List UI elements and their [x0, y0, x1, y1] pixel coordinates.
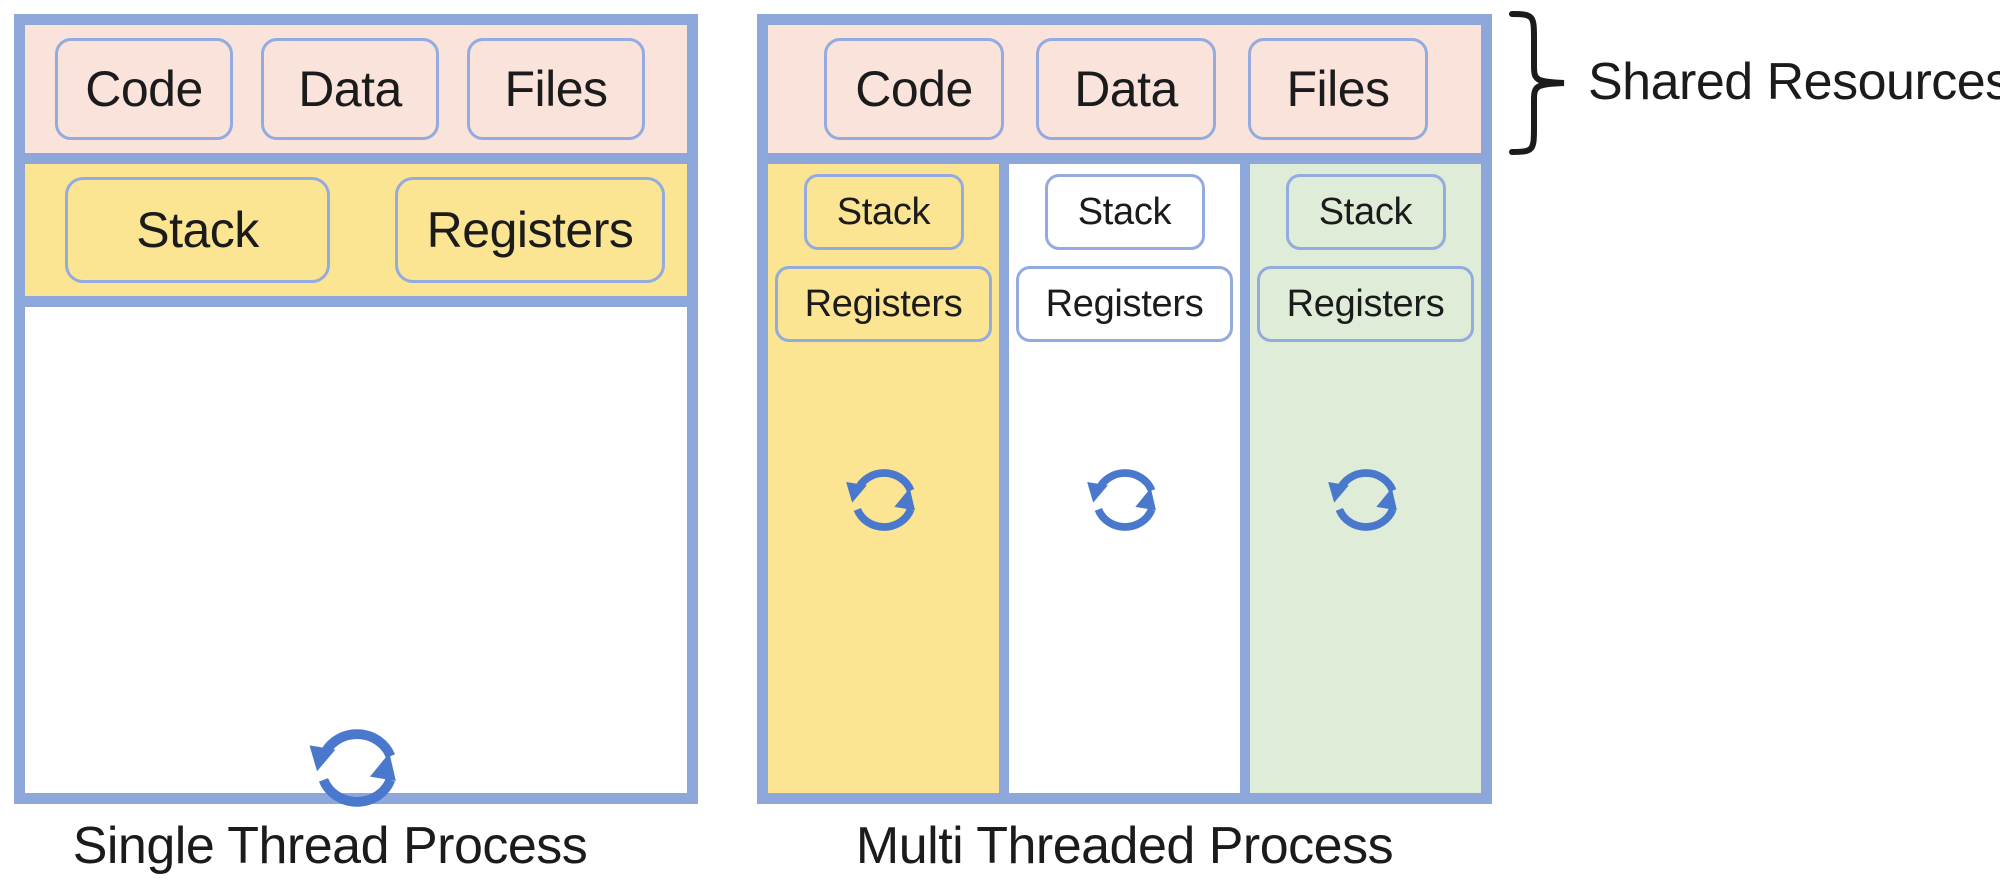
circular-arrows-icon — [1081, 457, 1169, 543]
stack-box: Stack — [803, 174, 964, 250]
data-box: Data — [1036, 38, 1216, 140]
registers-box: Registers — [395, 177, 665, 283]
thread-column-2: Stack Registers — [1009, 164, 1240, 793]
thread-column-3: Stack Registers — [1250, 164, 1481, 793]
single-thread-process-box: Code Data Files Stack Registers — [14, 14, 698, 804]
stack-box: Stack — [65, 177, 330, 283]
thread-state-band: Stack Registers — [25, 164, 687, 307]
thread-columns: Stack Registers Stack Registers Stack Re… — [768, 164, 1481, 793]
circular-arrows-icon — [840, 457, 928, 543]
shared-resources-label: Shared Resources — [1588, 53, 2000, 111]
circular-arrows-icon — [1322, 457, 1410, 543]
multi-thread-process-box: Code Data Files Stack Registers Stack Re… — [757, 14, 1492, 804]
thread-column-1: Stack Registers — [768, 164, 999, 793]
registers-box: Registers — [775, 266, 992, 342]
files-box: Files — [1248, 38, 1428, 140]
shared-resources-band: Code Data Files — [25, 25, 687, 164]
single-thread-caption: Single Thread Process — [72, 817, 588, 875]
multi-thread-caption: Multi Threaded Process — [855, 817, 1394, 875]
files-box: Files — [467, 38, 645, 140]
code-box: Code — [55, 38, 233, 140]
circular-arrows-icon — [302, 714, 412, 822]
shared-resources-band: Code Data Files — [768, 25, 1481, 164]
stack-box: Stack — [1044, 174, 1205, 250]
thread-area — [25, 307, 687, 793]
registers-box: Registers — [1257, 266, 1474, 342]
registers-box: Registers — [1016, 266, 1233, 342]
stack-box: Stack — [1285, 174, 1446, 250]
brace-icon — [1509, 11, 1565, 155]
code-box: Code — [824, 38, 1004, 140]
data-box: Data — [261, 38, 439, 140]
